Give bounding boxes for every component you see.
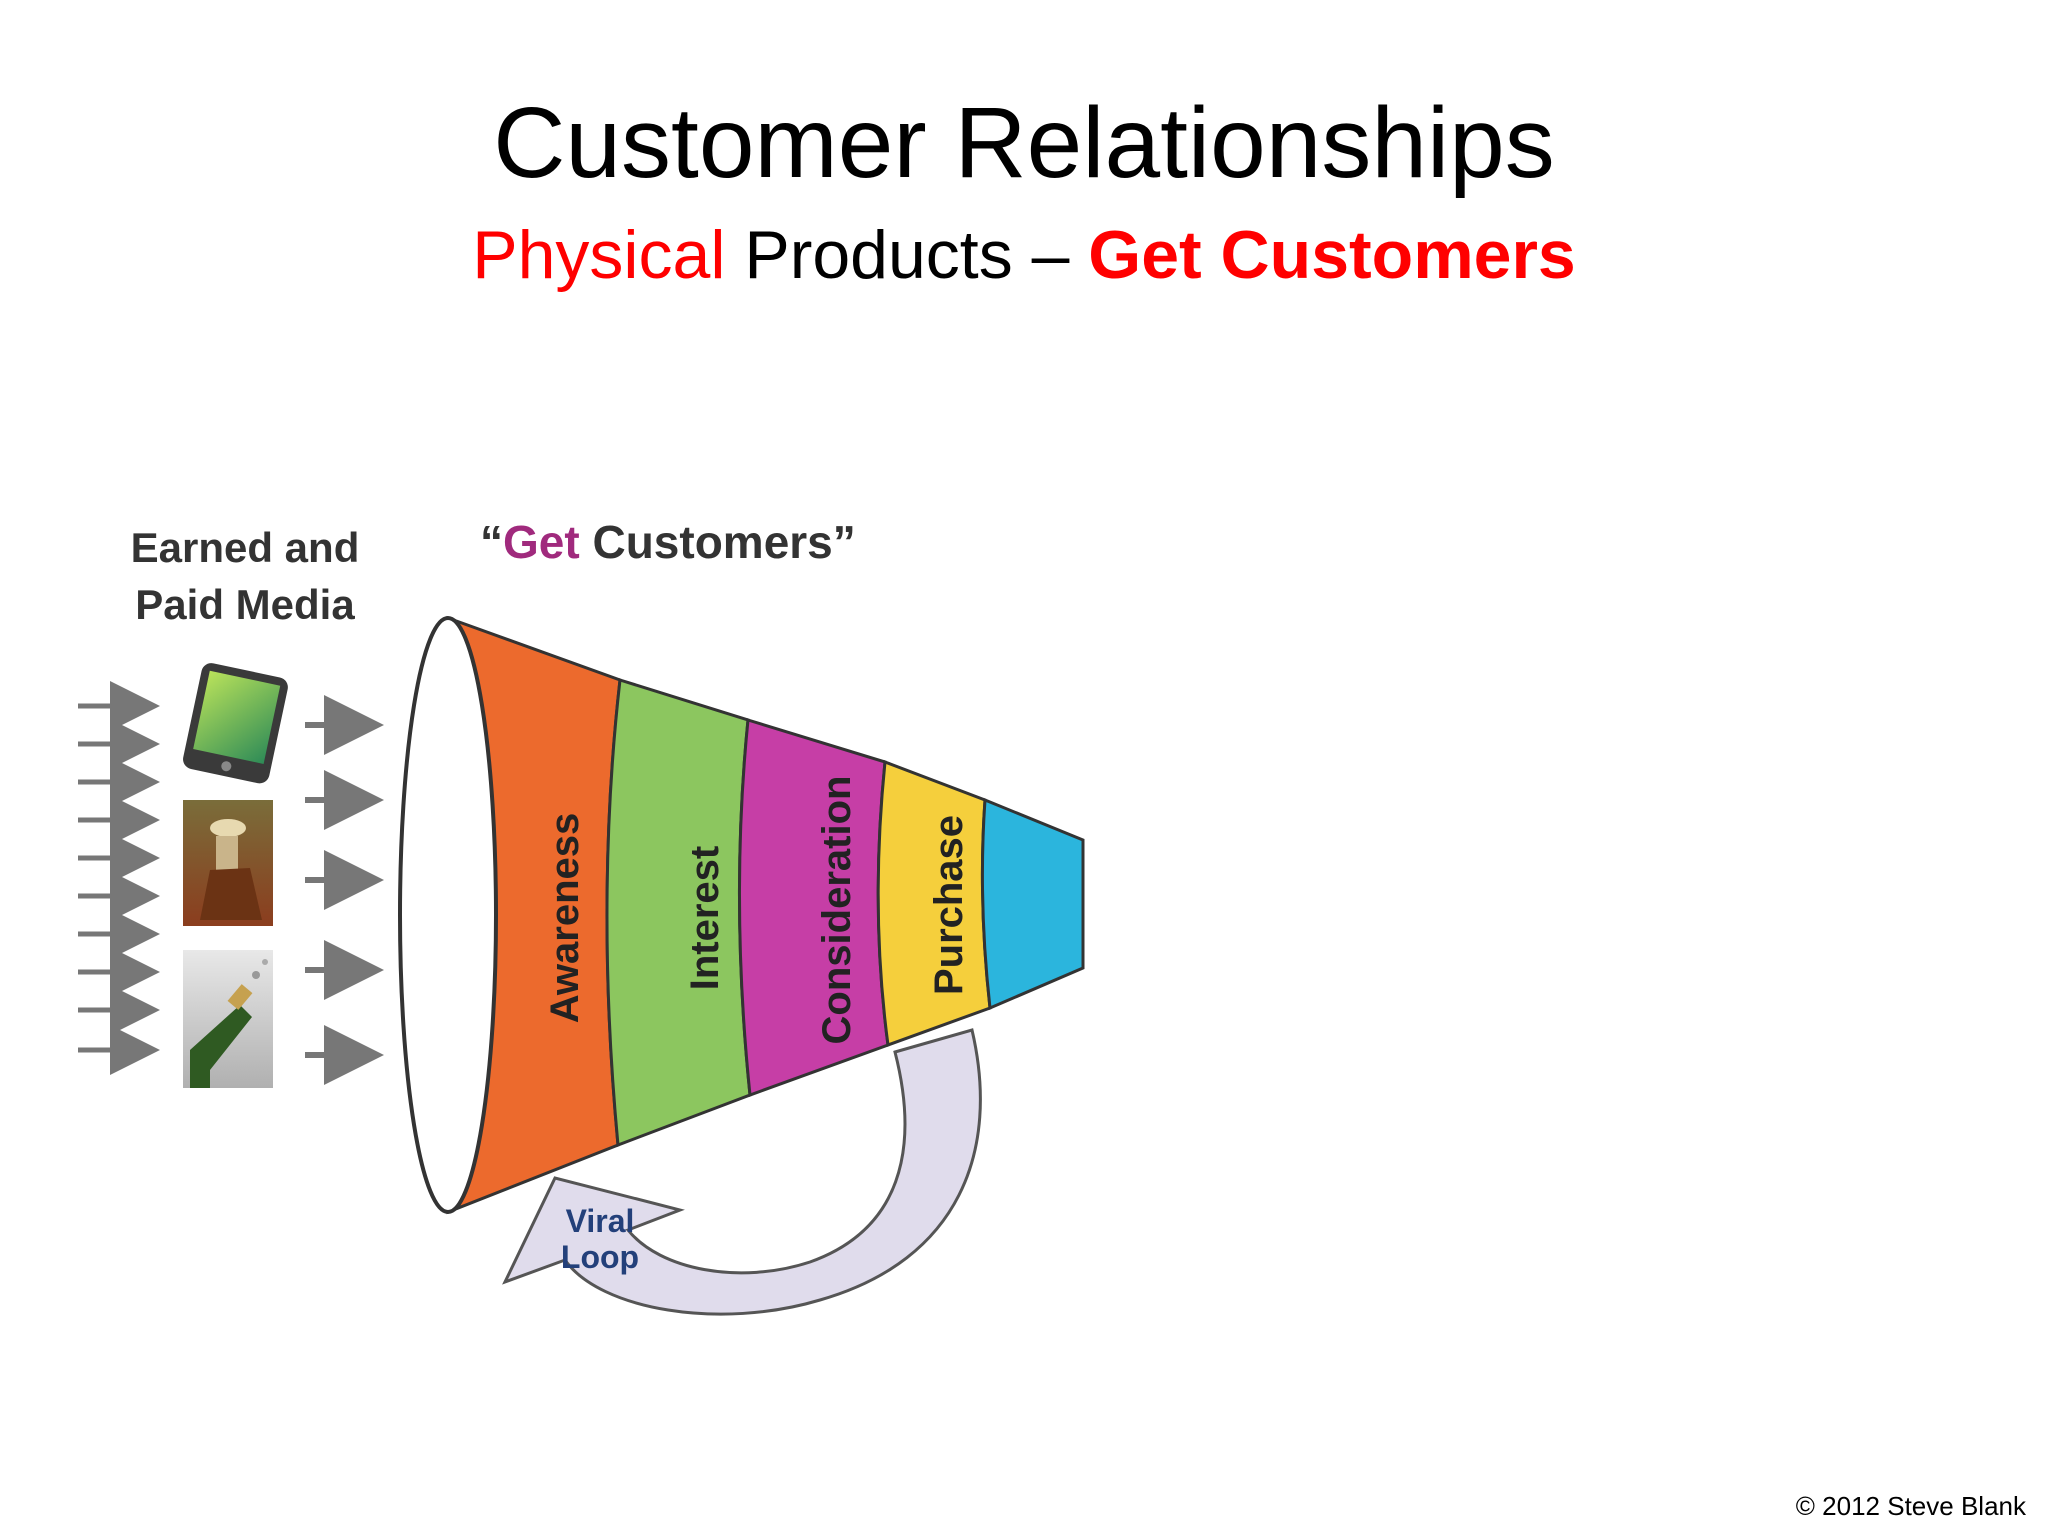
viral-loop-line1: Viral (566, 1203, 635, 1239)
funnel-mouth (398, 616, 498, 1214)
funnel: Awareness Interest Consideration Purchas… (398, 615, 1085, 1215)
subtitle-get-customers: Get Customers (1088, 217, 1576, 293)
funnel-heading: “Get Customers” (480, 515, 856, 569)
subtitle-products: Products – (725, 217, 1089, 293)
stage-label-interest: Interest (683, 846, 727, 991)
cowboy-horse-photo (183, 800, 273, 926)
funnel-heading-rest: Customers” (579, 516, 856, 568)
copyright-notice: © 2012 Steve Blank (1795, 1491, 2026, 1521)
funnel-heading-accent: Get (503, 516, 580, 568)
stage-label-purchase: Purchase (927, 815, 971, 995)
champagne-bottle-photo (183, 950, 273, 1088)
stage-label-consideration: Consideration (815, 776, 859, 1045)
stage-label-awareness: Awareness (543, 813, 587, 1024)
input-arrows (78, 681, 160, 1075)
slide-subtitle: Physical Products – Get Customers (0, 218, 2048, 293)
slide-title: Customer Relationships (493, 87, 1555, 199)
media-heading-line2: Paid Media (135, 580, 355, 628)
funnel-segment-end (980, 797, 1085, 1011)
media-heading: Earned and Paid Media (95, 520, 395, 633)
subtitle-physical: Physical (472, 217, 726, 293)
output-arrows (305, 695, 384, 1085)
media-heading-line1: Earned and (130, 524, 360, 571)
funnel-segment-consideration (737, 718, 890, 1098)
tablet-device-icon (183, 663, 288, 784)
viral-loop-line2: Loop (561, 1239, 639, 1275)
funnel-segment-interest (605, 678, 752, 1148)
funnel-heading-open-quote: “ (480, 516, 503, 568)
viral-loop-arrow: Viral Loop (502, 1028, 982, 1316)
viral-loop-shape (502, 1028, 982, 1316)
